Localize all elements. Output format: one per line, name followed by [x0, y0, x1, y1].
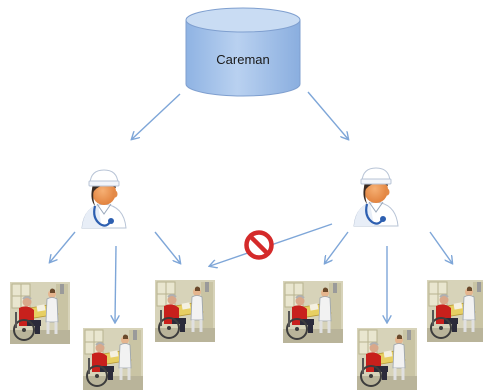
database-label: Careman — [216, 52, 269, 67]
patient-wheelchair-icon — [8, 280, 72, 346]
doctor-icon — [80, 168, 128, 230]
arrow-left-doctor-to-patient-1 — [50, 231, 76, 262]
arrow-left-doctor-to-patient-2 — [115, 245, 116, 322]
arrow-db-to-right-doctor — [307, 91, 348, 139]
patient-wheelchair-icon — [281, 279, 345, 345]
patient-right-2 — [355, 326, 419, 392]
doctor-icon — [352, 166, 400, 228]
patient-left-1 — [8, 280, 72, 346]
arrow-right-doctor-to-patient-4 — [325, 231, 349, 263]
patient-right-3 — [425, 278, 483, 344]
arrow-right-doctor-to-patient-6 — [429, 231, 452, 263]
db-to-doctor-arrows — [132, 91, 348, 139]
patient-left-2 — [81, 326, 145, 392]
patient-wheelchair-icon — [355, 326, 419, 392]
patient-wheelchair-icon — [153, 278, 217, 344]
arrow-db-to-left-doctor — [132, 93, 181, 139]
no-access-icon — [244, 230, 274, 260]
arrow-left-doctor-to-patient-3 — [154, 231, 180, 263]
patient-wheelchair-icon — [425, 278, 483, 344]
patient-wheelchair-icon — [81, 326, 145, 392]
doctor-right — [352, 166, 400, 228]
patient-right-1 — [281, 279, 345, 345]
doctor-left — [80, 168, 128, 230]
patient-left-3 — [153, 278, 217, 344]
database-cylinder-icon: Careman — [185, 7, 301, 97]
